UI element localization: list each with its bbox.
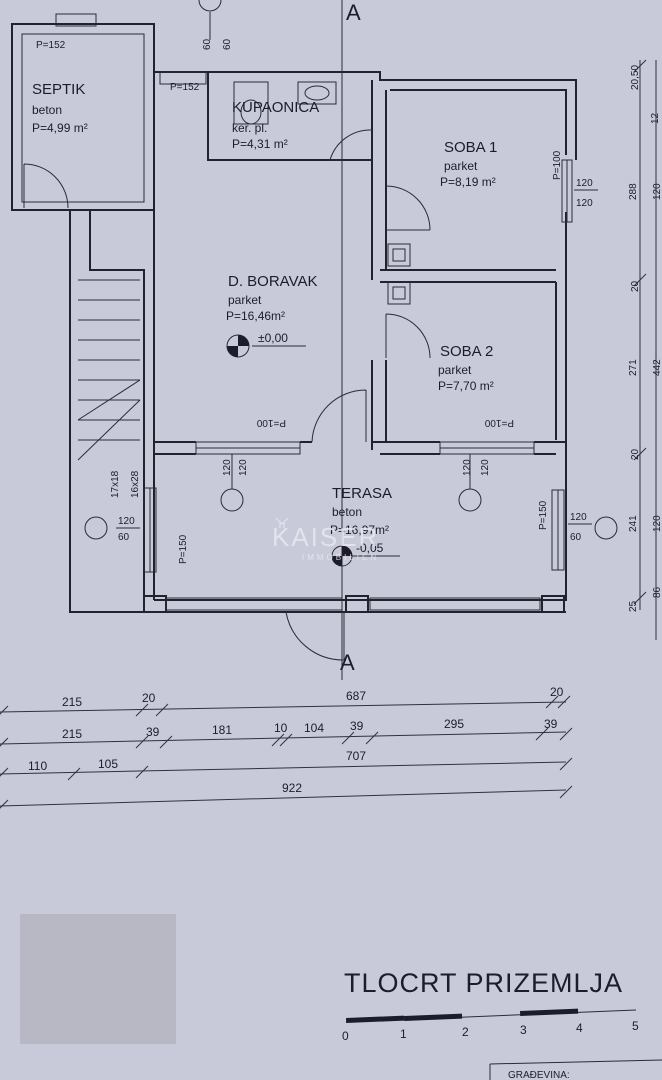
room-kupaonica-area: P=4,31 m² <box>232 137 288 151</box>
dim-right-8: 120 <box>652 515 662 532</box>
dim-60-left: 60 <box>118 532 130 543</box>
level-boravak: ±0,00 <box>258 331 288 345</box>
dim-120-soba2-a: 120 <box>462 459 473 476</box>
dim-120-boravak-a: 120 <box>222 459 233 476</box>
scale-label-2: 2 <box>462 1025 469 1039</box>
dim-bottom-r2-3: 10 <box>274 721 288 735</box>
dim-right-7: 20 <box>630 448 641 460</box>
dim-bottom-r1-2: 687 <box>346 689 366 703</box>
stair-annotations: 17x18 16x28 <box>110 470 141 498</box>
dim-bottom-r3-0: 110 <box>28 759 47 773</box>
room-soba1-name: SOBA 1 <box>444 139 497 156</box>
redacted-block <box>20 914 176 1044</box>
dim-right-11: 25 <box>628 600 639 612</box>
room-kupaonica-name: KUPAONICA <box>232 99 319 116</box>
room-boravak-material: parket <box>228 293 262 307</box>
dim-bottom-r1-0: 215 <box>62 695 82 709</box>
room-soba1-area: P=8,19 m² <box>440 175 496 189</box>
room-soba2-material: parket <box>438 363 472 377</box>
dim-bottom-r2-7: 39 <box>544 717 558 731</box>
stair-dim-b: 16x28 <box>130 470 141 498</box>
room-terasa-area: P=16,97m² <box>330 523 389 537</box>
scale-label-5: 5 <box>632 1019 639 1033</box>
scale-label-4: 4 <box>576 1021 583 1035</box>
opening-annotations: P=152 P=152 P=100 P=100 P=100 P=150 P=15… <box>36 38 618 564</box>
bottom-dimension-chains: 215 20 687 20 215 39 181 10 104 39 295 3… <box>0 685 573 809</box>
stairs <box>77 279 141 461</box>
dim-bottom-r2-1: 39 <box>146 725 160 739</box>
dim-right-4: 20 <box>630 280 641 292</box>
scale-label-0: 0 <box>342 1029 349 1043</box>
room-kupaonica-material: ker. pl. <box>232 121 267 135</box>
right-dimension-chain: 20,50 12 120 288 20 271 442 20 120 241 8… <box>628 59 662 640</box>
watermark: KAISER IMMOBILIEN <box>272 517 379 562</box>
dim-bottom-r1-3: 20 <box>550 685 564 699</box>
dim-60-right: 60 <box>570 532 582 543</box>
room-soba2-name: SOBA 2 <box>440 343 493 360</box>
dim-bottom-r2-0: 215 <box>62 727 82 741</box>
walls <box>11 23 577 613</box>
section-marker-top: A <box>346 0 361 25</box>
room-septik-name: SEPTIK <box>32 81 85 98</box>
stair-dim-a: 17x18 <box>110 470 121 498</box>
room-boravak-name: D. BORAVAK <box>228 273 317 290</box>
dim-right-9: 241 <box>628 515 639 532</box>
dim-right-2: 120 <box>652 183 662 200</box>
dim-bottom-r3-2: 707 <box>346 749 366 763</box>
dim-bottom-r4-0: 922 <box>282 781 302 795</box>
dim-bottom-r1-1: 20 <box>142 691 156 705</box>
watermark-brand: KAISER <box>272 522 379 552</box>
dim-120-soba1-a: 120 <box>576 178 593 189</box>
dim-120-left: 120 <box>118 516 135 527</box>
opening-p150-right: P=150 <box>538 500 549 530</box>
dim-vert-60-a: 60 <box>222 38 233 50</box>
scale-bar: 0 1 2 3 4 5 <box>342 1008 639 1043</box>
opening-p100-boravak: P=100 <box>256 417 286 428</box>
fixtures <box>233 81 411 305</box>
dim-120-soba1-b: 120 <box>576 198 593 209</box>
scale-label-3: 3 <box>520 1023 527 1037</box>
dim-right-3: 288 <box>628 183 639 200</box>
room-soba1-material: parket <box>444 159 478 173</box>
room-terasa-material: beton <box>332 505 362 519</box>
dim-right-5: 271 <box>628 359 639 376</box>
dim-120-boravak-b: 120 <box>238 459 249 476</box>
dim-120-soba2-b: 120 <box>480 459 491 476</box>
level-terasa: -0,05 <box>356 541 384 555</box>
level-marks: ±0,00 -0,05 <box>226 331 400 567</box>
dim-bottom-r2-4: 104 <box>304 721 324 735</box>
room-soba2-area: P=7,70 m² <box>438 379 494 393</box>
dim-bottom-r2-5: 39 <box>350 719 364 733</box>
dim-120-right: 120 <box>570 512 587 523</box>
section-marker-bottom: A <box>340 650 355 675</box>
room-septik-material: beton <box>32 103 62 117</box>
dim-right-6: 442 <box>652 359 662 376</box>
room-boravak-area: P=16,46m² <box>226 309 285 323</box>
scale-label-1: 1 <box>400 1027 407 1041</box>
dim-right-1: 12 <box>650 112 661 124</box>
titleblock-label: GRAĐEVINA: <box>508 1070 570 1080</box>
room-labels: SEPTIK beton P=4,99 m² KUPAONICA ker. pl… <box>32 81 497 537</box>
opening-p100-soba2: P=100 <box>484 417 514 428</box>
watermark-sub: IMMOBILIEN <box>302 553 379 562</box>
opening-p152-bath: P=152 <box>170 82 200 93</box>
dim-right-10: 86 <box>652 586 662 598</box>
dim-vert-60-b: 60 <box>202 38 213 50</box>
room-septik-area: P=4,99 m² <box>32 121 88 135</box>
room-terasa-name: TERASA <box>332 485 392 502</box>
dim-right-0: 20,50 <box>630 65 641 90</box>
opening-p150-left: P=150 <box>178 534 189 564</box>
section-line: A A <box>198 0 361 680</box>
doors <box>23 129 431 661</box>
drawing-title: TLOCRT PRIZEMLJA <box>344 968 623 998</box>
dim-bottom-r2-6: 295 <box>444 717 464 731</box>
opening-p100-soba1: P=100 <box>552 150 563 180</box>
dim-bottom-r2-2: 181 <box>212 723 232 737</box>
opening-p152-septik: P=152 <box>36 40 66 51</box>
title-block: GRAĐEVINA: <box>489 1059 662 1080</box>
dim-bottom-r3-1: 105 <box>98 757 118 771</box>
